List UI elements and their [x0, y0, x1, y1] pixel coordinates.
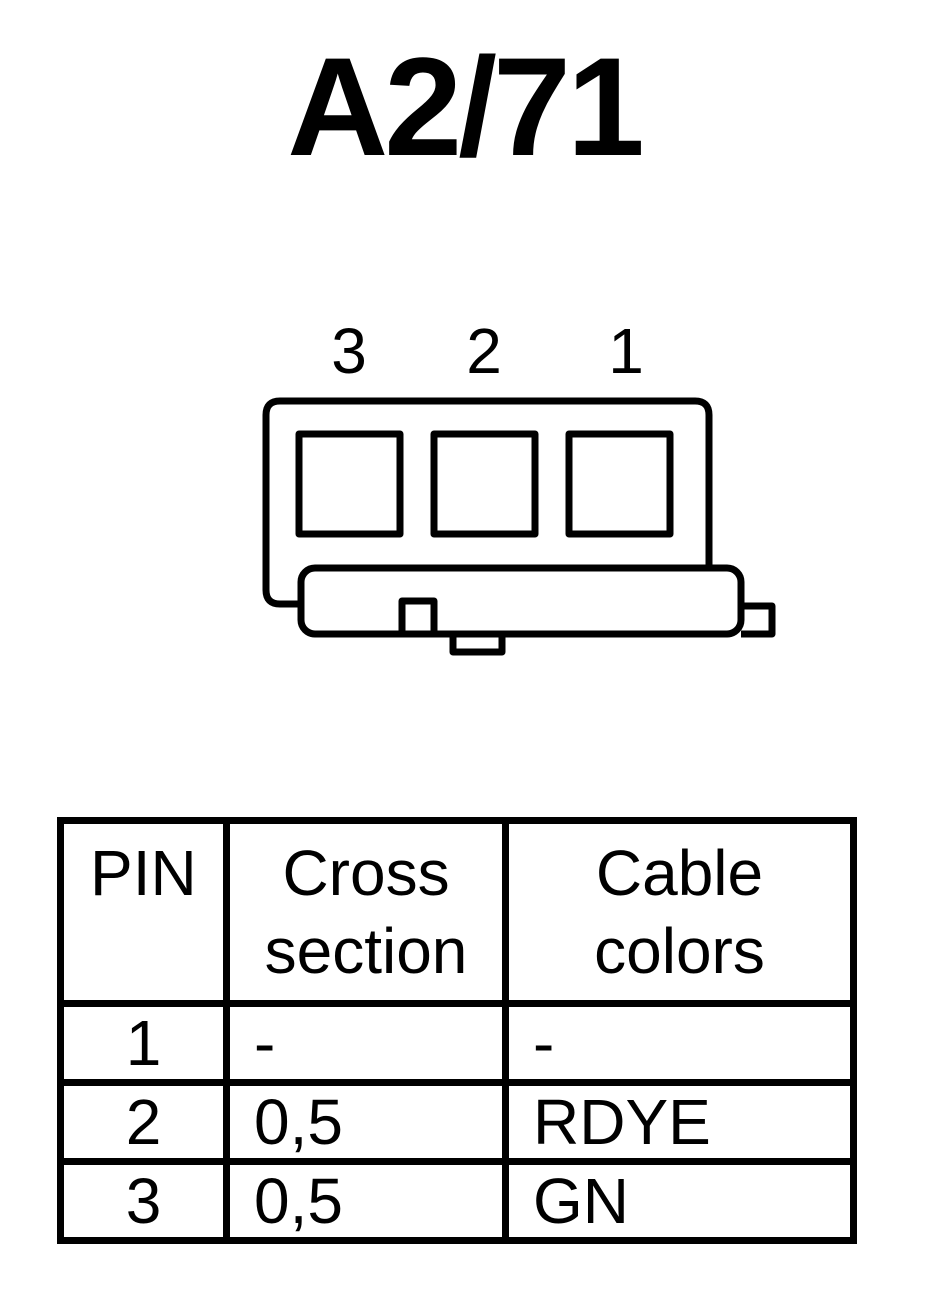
pin-label-1: 1 — [608, 315, 644, 387]
table-header-row: PIN Cross section Cable colors — [57, 817, 857, 1007]
cross-section-cell: 0,5 — [223, 1079, 509, 1165]
cross-section-cell: 0,5 — [223, 1158, 509, 1244]
header-pin: PIN — [57, 817, 230, 1007]
cable-color-cell: - — [502, 1000, 857, 1086]
cable-color-cell: RDYE — [502, 1079, 857, 1165]
header-cable-colors: Cable colors — [502, 817, 857, 1007]
table-row: 3 0,5 GN — [57, 1158, 857, 1244]
connector-bottom-nub — [449, 634, 506, 656]
pin-label-2: 2 — [466, 315, 502, 387]
pin-label-3: 3 — [331, 315, 367, 387]
pin-cavity-1 — [565, 430, 674, 538]
connector-lock-bar — [297, 564, 745, 638]
connector-title: A2/71 — [287, 28, 645, 185]
header-cross-section: Cross section — [223, 817, 509, 1007]
pin-cell: 3 — [57, 1158, 230, 1244]
connector-diagram: 3 2 1 — [262, 315, 776, 656]
table-row: 1 - - — [57, 1000, 857, 1086]
pin-cell: 1 — [57, 1000, 230, 1086]
pin-cell: 2 — [57, 1079, 230, 1165]
pin-assignment-table: PIN Cross section Cable colors 1 - - 2 0… — [57, 817, 857, 1244]
table-row: 2 0,5 RDYE — [57, 1079, 857, 1165]
connector-latch-tab — [398, 597, 438, 634]
cable-color-cell: GN — [502, 1158, 857, 1244]
connector-side-tab — [741, 602, 776, 638]
pin-cavity-3 — [295, 430, 404, 538]
cross-section-cell: - — [223, 1000, 509, 1086]
pin-cavity-2 — [430, 430, 539, 538]
connector-housing — [262, 397, 713, 608]
